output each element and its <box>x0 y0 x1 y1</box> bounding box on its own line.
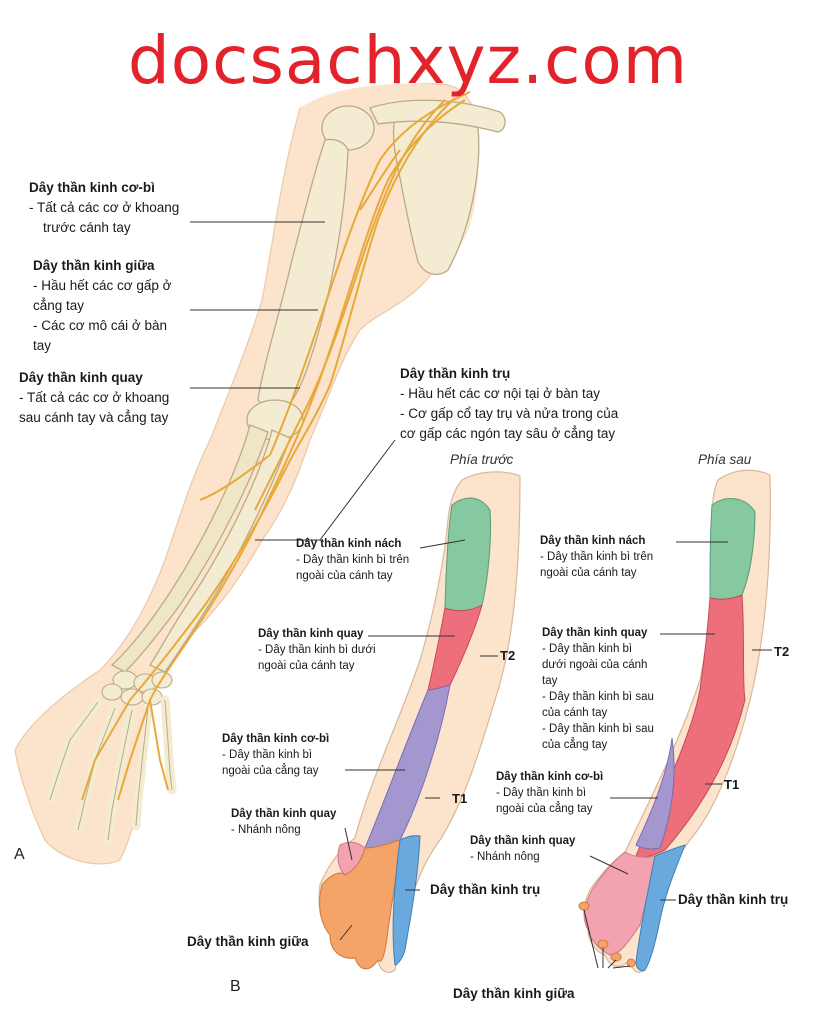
label-title: Dây thần kinh quay <box>19 370 143 385</box>
back-heading: Phía sau <box>698 452 752 467</box>
panel-a-arm <box>14 83 506 865</box>
label-title: Dây thần kinh cơ-bì <box>496 771 604 783</box>
label-line: dưới ngoài của cánh <box>542 659 648 671</box>
nerves-upper-limb <box>81 91 471 801</box>
label-title: Dây thần kinh quay <box>258 628 364 640</box>
label-line: cơ gấp các ngón tay sâu ở cẳng tay <box>400 426 616 441</box>
label-line: - Nhánh nông <box>470 851 540 863</box>
label-back-axillary: Dây thần kinh nách - Dây thần kinh bì tr… <box>540 533 653 581</box>
panel-b-back-map <box>578 469 772 973</box>
label-line: cẳng tay <box>33 298 85 313</box>
label-line: - Tất cả các cơ ở khoang <box>19 390 170 405</box>
label-line: ngoài của cánh tay <box>296 570 393 582</box>
label-line: - Nhánh nông <box>231 824 301 836</box>
front-median-label: Dây thần kinh giữa <box>187 934 309 949</box>
label-line: - Dây thần kinh bì <box>222 749 313 761</box>
panel-b-letter: B <box>230 978 241 995</box>
finger-bone-outlines <box>49 699 173 841</box>
label-a-ulnar: Dây thần kinh trụ - Hầu hết các cơ nội t… <box>400 364 618 444</box>
front-t1-label: T1 <box>452 791 468 806</box>
label-line: - Dây thần kinh bì trên <box>296 554 410 566</box>
watermark-text: docsachxyz.com <box>127 22 689 99</box>
label-line: - Dây thần kinh bì <box>496 787 587 799</box>
front-axillary-zone <box>444 497 492 612</box>
label-title: Dây thần kinh quay <box>470 835 576 847</box>
label-title: Dây thần kinh trụ <box>400 366 511 381</box>
back-median-fingertips <box>578 901 636 968</box>
label-line: - Cơ gấp cổ tay trụ và nửa trong của <box>400 406 619 421</box>
panel-a-letter: A <box>14 846 25 863</box>
label-back-radial: Dây thần kinh quay - Dây thần kinh bì dư… <box>542 625 654 753</box>
label-line: ngoài của cẳng tay <box>496 803 593 815</box>
panel-a-leader-lines <box>190 221 396 541</box>
label-front-musculocutaneous: Dây thần kinh cơ-bì - Dây thần kinh bì n… <box>222 731 329 779</box>
label-line: trước cánh tay <box>43 220 131 235</box>
label-line: tay <box>542 675 558 687</box>
front-leader-lines <box>339 539 498 941</box>
label-line: tay <box>33 338 52 353</box>
label-back-musculocutaneous: Dây thần kinh cơ-bì - Dây thần kinh bì n… <box>496 769 603 817</box>
label-title: Dây thần kinh quay <box>231 808 337 820</box>
label-a-median: Dây thần kinh giữa - Hầu hết các cơ gấp … <box>33 256 172 356</box>
back-t1-label: T1 <box>724 777 740 792</box>
label-title: Dây thần kinh nách <box>540 535 646 547</box>
label-title: Dây thần kinh nách <box>296 538 402 550</box>
back-leader-lines <box>583 541 772 969</box>
label-line: - Các cơ mô cái ở bàn <box>33 318 167 333</box>
front-heading: Phía trước <box>450 452 514 467</box>
label-front-axillary: Dây thần kinh nách - Dây thần kinh bì tr… <box>296 536 409 584</box>
label-line: - Dây thần kinh bì dưới <box>258 644 376 656</box>
label-line: ngoài của cánh tay <box>258 660 355 672</box>
panel-b-front-map <box>318 471 521 973</box>
ulna <box>110 424 269 673</box>
label-line: - Tất cả các cơ ở khoang <box>29 200 180 215</box>
label-title: Dây thần kinh cơ-bì <box>29 180 155 195</box>
label-title: Dây thần kinh quay <box>542 627 648 639</box>
back-ulnar-zone <box>635 844 686 971</box>
label-line: - Dây thần kinh bì trên <box>540 551 654 563</box>
front-t2-label: T2 <box>500 648 516 663</box>
label-front-radial-superficial: Dây thần kinh quay - Nhánh nông <box>231 806 336 838</box>
back-median-label: Dây thần kinh giữa <box>453 986 575 1001</box>
label-a-musculocutaneous: Dây thần kinh cơ-bì - Tất cả các cơ ở kh… <box>29 178 179 238</box>
label-line: sau cánh tay và cẳng tay <box>19 410 169 425</box>
label-title: Dây thần kinh cơ-bì <box>222 733 330 745</box>
front-ulnar-zone <box>392 835 421 966</box>
label-line: của cẳng tay <box>542 739 608 751</box>
label-line: - Dây thần kinh bì sau <box>542 723 654 735</box>
label-line: - Dây thần kinh bì sau <box>542 691 654 703</box>
back-ulnar-label: Dây thần kinh trụ <box>678 892 789 907</box>
label-front-radial: Dây thần kinh quay - Dây thần kinh bì dư… <box>258 626 376 674</box>
label-line: - Hầu hết các cơ nội tại ở bàn tay <box>400 386 601 401</box>
front-ulnar-label: Dây thần kinh trụ <box>430 882 541 897</box>
label-line: ngoài của cánh tay <box>540 567 637 579</box>
label-line: - Hầu hết các cơ gấp ở <box>33 278 172 293</box>
label-line: của cánh tay <box>542 707 608 719</box>
label-title: Dây thần kinh giữa <box>33 258 155 273</box>
back-musculocutaneous-zone <box>635 737 675 850</box>
label-line: ngoài của cẳng tay <box>222 765 319 777</box>
back-radial-zone <box>634 594 746 859</box>
label-line: - Dây thần kinh bì <box>542 643 633 655</box>
label-back-radial-superficial: Dây thần kinh quay - Nhánh nông <box>470 833 575 865</box>
back-t2-label: T2 <box>774 644 790 659</box>
label-a-radial: Dây thần kinh quay - Tất cả các cơ ở kho… <box>19 368 169 428</box>
